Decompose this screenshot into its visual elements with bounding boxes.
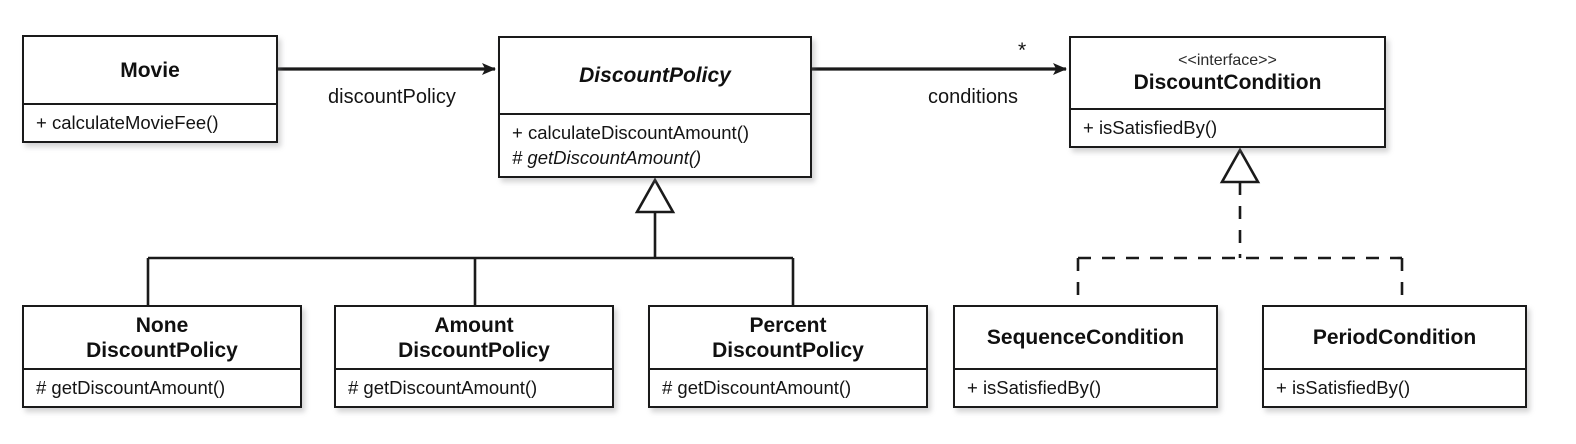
class-name-amount-discount-policy-line1: Amount [434,313,514,337]
generalization-triangle-icon [634,177,676,214]
sequence-condition-name-compartment: SequenceCondition [955,307,1216,368]
discount-condition-name-compartment: <<interface>> DiscountCondition [1071,38,1384,108]
amount-discount-policy-members-compartment: # getDiscountAmount() [336,368,612,406]
movie-name-compartment: Movie [24,37,276,103]
period-condition-members-compartment: + isSatisfiedBy() [1264,368,1525,406]
discount-policy-name-compartment: DiscountPolicy [500,38,810,113]
class-name-percent-discount-policy-line1: Percent [749,313,827,337]
association-label-discountpolicy: discountPolicy [328,86,456,108]
member-get-discount-amount-amount: # getDiscountAmount() [348,377,538,398]
sequence-condition-members-compartment: + isSatisfiedBy() [955,368,1216,406]
member-get-discount-amount-percent: # getDiscountAmount() [662,377,852,398]
period-condition-name-compartment: PeriodCondition [1264,307,1525,368]
class-box-discount-condition[interactable]: <<interface>> DiscountCondition + isSati… [1069,36,1386,148]
class-name-discount-condition: DiscountCondition [1133,71,1322,94]
class-box-amount-discount-policy[interactable]: Amount DiscountPolicy # getDiscountAmoun… [334,305,614,408]
member-get-discount-amount: # getDiscountAmount() [512,147,702,168]
class-box-discount-policy[interactable]: DiscountPolicy + calculateDiscountAmount… [498,36,812,178]
member-is-satisfied-by-period: + isSatisfiedBy() [1276,377,1411,398]
class-name-sequence-condition: SequenceCondition [986,326,1185,349]
discount-policy-members-compartment: + calculateDiscountAmount() # getDiscoun… [500,113,810,176]
class-box-percent-discount-policy[interactable]: Percent DiscountPolicy # getDiscountAmou… [648,305,928,408]
member-calculate-movie-fee: + calculateMovieFee() [36,112,219,133]
member-calculate-discount-amount: + calculateDiscountAmount() [512,122,750,143]
none-discount-policy-name-compartment: None DiscountPolicy [24,307,300,368]
multiplicity-conditions: * [1018,39,1027,62]
percent-discount-policy-members-compartment: # getDiscountAmount() [650,368,926,406]
class-name-movie: Movie [120,58,180,82]
member-get-discount-amount-none: # getDiscountAmount() [36,377,226,398]
percent-discount-policy-name-compartment: Percent DiscountPolicy [650,307,926,368]
class-box-sequence-condition[interactable]: SequenceCondition + isSatisfiedBy() [953,305,1218,408]
class-name-percent-discount-policy-line2: DiscountPolicy [712,338,864,362]
class-name-none-discount-policy-line1: None [135,313,189,337]
class-name-amount-discount-policy-line2: DiscountPolicy [398,338,550,362]
class-box-none-discount-policy[interactable]: None DiscountPolicy # getDiscountAmount(… [22,305,302,408]
generalization-discountpolicy [146,177,795,305]
none-discount-policy-members-compartment: # getDiscountAmount() [24,368,300,406]
movie-members-compartment: + calculateMovieFee() [24,103,276,141]
class-box-movie[interactable]: Movie + calculateMovieFee() [22,35,278,143]
discount-condition-members-compartment: + isSatisfiedBy() [1071,108,1384,146]
member-is-satisfied-by-sequence: + isSatisfiedBy() [967,377,1102,398]
stereotype-interface: <<interface>> [1178,52,1277,69]
realization-triangle-icon [1219,147,1261,184]
realization-discountcondition [1076,147,1404,305]
amount-discount-policy-name-compartment: Amount DiscountPolicy [336,307,612,368]
association-label-conditions: conditions [928,86,1019,108]
class-name-discount-policy: DiscountPolicy [579,64,731,87]
class-name-period-condition: PeriodCondition [1312,326,1477,349]
member-is-satisfied-by: + isSatisfiedBy() [1083,117,1218,138]
class-box-period-condition[interactable]: PeriodCondition + isSatisfiedBy() [1262,305,1527,408]
class-name-none-discount-policy-line2: DiscountPolicy [86,338,238,362]
